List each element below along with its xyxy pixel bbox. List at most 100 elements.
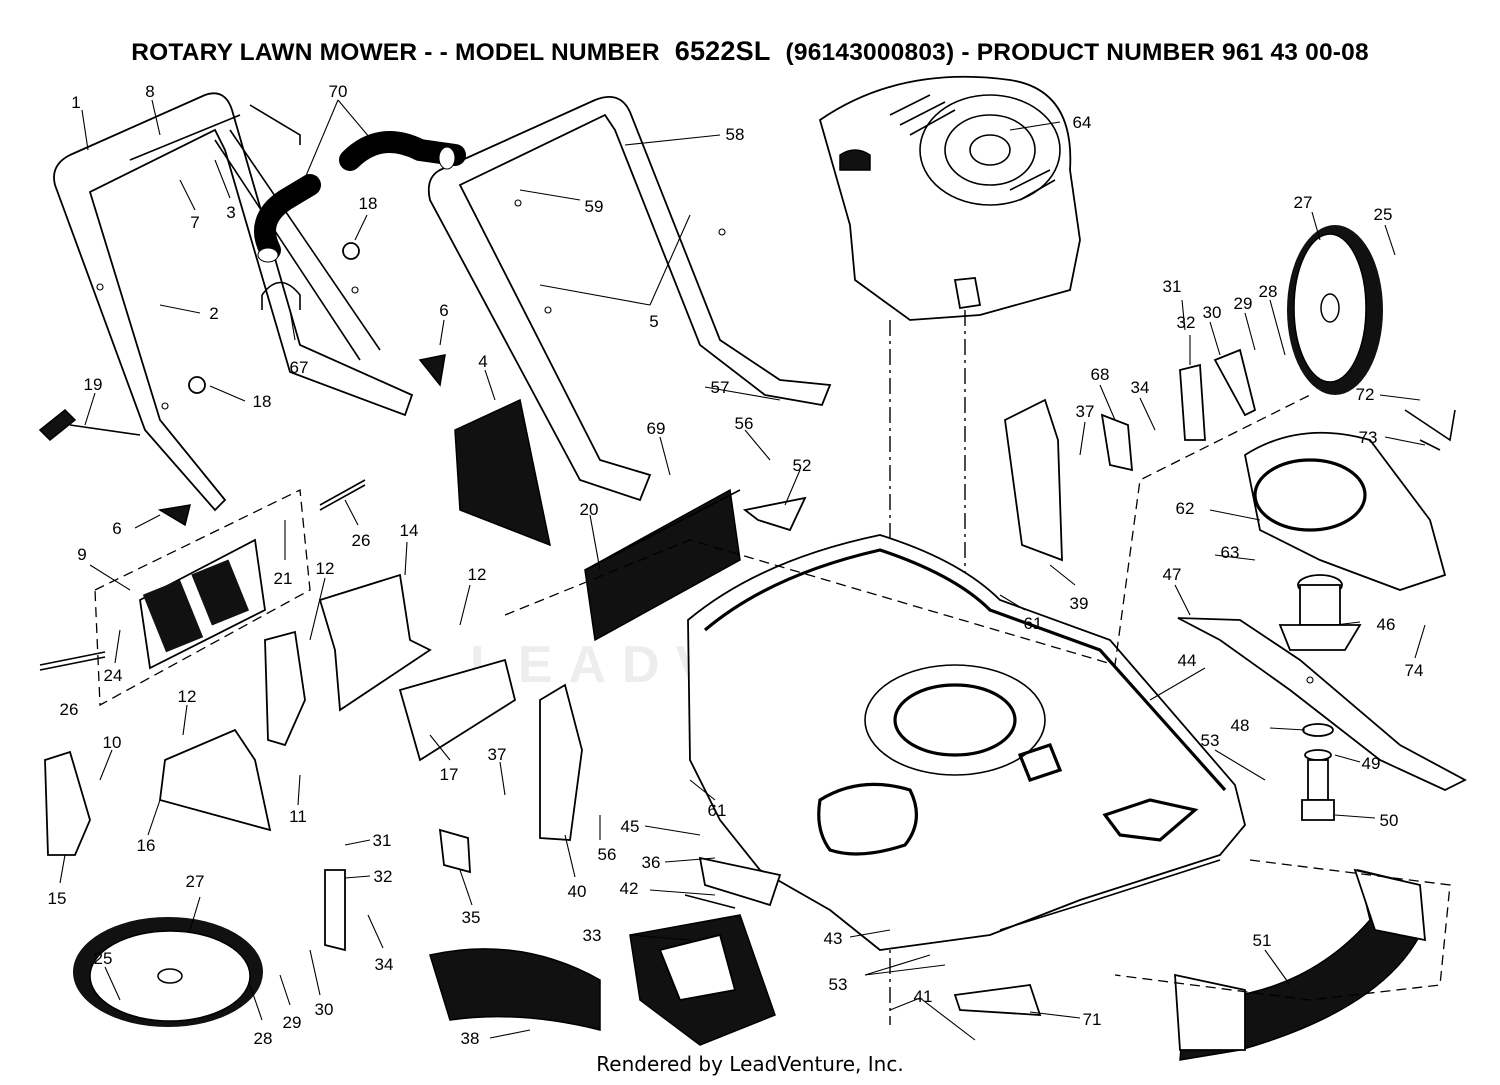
- part-number-label: 8: [145, 82, 154, 101]
- part-number-label: 69: [647, 419, 666, 438]
- part-number-label: 28: [1259, 282, 1278, 301]
- part-number-label: 46: [1377, 615, 1396, 634]
- part-number-label: 39: [1070, 594, 1089, 613]
- part-number-label: 52: [793, 456, 812, 475]
- mower-deck-drawing: [687, 534, 1246, 951]
- part-number-label: 17: [440, 765, 459, 784]
- part-number-label: 50: [1380, 811, 1399, 830]
- front-wheel-drawing: [73, 917, 263, 1027]
- part-number-label: 70: [329, 82, 348, 101]
- side-discharge-flap-drawing: [454, 398, 552, 547]
- part-number-label: 25: [1374, 205, 1393, 224]
- part-number-label: 34: [1131, 378, 1150, 397]
- part-number-label: 2: [209, 304, 218, 323]
- part-number-label: 51: [1253, 931, 1272, 950]
- part-number-label: 47: [1163, 565, 1182, 584]
- part-number-label: 61: [708, 801, 727, 820]
- part-number-label: 30: [1203, 303, 1222, 322]
- part-number-label: 36: [642, 853, 661, 872]
- part-number-label: 16: [137, 836, 156, 855]
- part-number-label: 63: [1221, 543, 1240, 562]
- part-number-label: 42: [620, 879, 639, 898]
- part-number-label: 9: [77, 545, 86, 564]
- footer-credit: Rendered by LeadVenture, Inc.: [596, 1052, 904, 1076]
- part-number-label: 68: [1091, 365, 1110, 384]
- part-number-label: 59: [585, 197, 604, 216]
- part-number-label: 40: [568, 882, 587, 901]
- part-number-label: 18: [253, 392, 272, 411]
- deck-assembly-guide: [504, 394, 1311, 666]
- part-number-label: 7: [190, 213, 199, 232]
- rear-flap-drawing: [139, 538, 266, 670]
- bracket-drawings: [44, 348, 1257, 952]
- part-number-label: 5: [649, 312, 658, 331]
- part-number-label: 11: [289, 807, 307, 826]
- part-number-label: 48: [1231, 716, 1250, 735]
- part-number-label: 41: [914, 987, 933, 1006]
- title-model-number: 6522SL: [674, 36, 771, 66]
- part-number-label: 6: [439, 301, 448, 320]
- part-number-label: 73: [1359, 428, 1378, 447]
- front-skirt-drawing: [429, 948, 601, 1031]
- part-number-label: 32: [374, 867, 393, 886]
- part-number-label: 29: [1234, 294, 1253, 313]
- part-number-label: 61: [1024, 614, 1043, 633]
- part-number-label: 53: [1201, 731, 1220, 750]
- part-number-label: 53: [829, 975, 848, 994]
- rear-flap-group-outline: [94, 489, 311, 707]
- title-suffix: (96143000803) - PRODUCT NUMBER 961 43 00…: [785, 39, 1369, 66]
- part-number-label: 18: [359, 194, 378, 213]
- part-number-label: 3: [226, 203, 235, 222]
- fuel-line-hose-drawing: [254, 131, 466, 263]
- part-number-label: 64: [1073, 113, 1092, 132]
- part-number-label: 49: [1362, 754, 1381, 773]
- part-number-label: 72: [1356, 385, 1375, 404]
- latch-clip-drawing: [742, 496, 807, 532]
- blade-drawing: [1177, 617, 1467, 791]
- blade-bolt-drawing: [1301, 723, 1335, 821]
- part-number-label: 35: [462, 908, 481, 927]
- part-number-label: 62: [1176, 499, 1195, 518]
- part-number-label: 12: [316, 559, 335, 578]
- upper-handle-drawing: [427, 96, 832, 502]
- mulching-cover-drawing: [629, 914, 776, 1046]
- part-number-label: 4: [478, 352, 487, 371]
- part-number-label: 6: [112, 519, 121, 538]
- blade-adapter-drawing: [1278, 574, 1362, 651]
- part-number-label: 31: [373, 831, 392, 850]
- part-number-label: 31: [1163, 277, 1182, 296]
- part-number-label: 21: [274, 569, 293, 588]
- part-number-label: 29: [283, 1013, 302, 1032]
- height-adjust-plate-drawing: [953, 984, 1042, 1016]
- part-number-label: 14: [400, 521, 419, 540]
- part-number-label: 57: [711, 378, 730, 397]
- diagram-title: ROTARY LAWN MOWER - - MODEL NUMBER 6522S…: [0, 36, 1500, 67]
- rear-skirt-drawing: [1174, 868, 1427, 1061]
- lower-handle-drawing: [53, 92, 414, 512]
- part-number-label: 26: [60, 700, 79, 719]
- rear-wheel-drawing: [1287, 225, 1383, 395]
- part-number-label: 32: [1177, 313, 1196, 332]
- part-number-label: 34: [375, 955, 394, 974]
- title-prefix: ROTARY LAWN MOWER - - MODEL NUMBER: [131, 39, 660, 66]
- part-number-label: 24: [104, 666, 123, 685]
- leader-lines: [59, 99, 1426, 1041]
- part-number-label: 37: [488, 745, 507, 764]
- part-number-label: 44: [1178, 651, 1197, 670]
- axle-bracket-drawing: [684, 856, 782, 909]
- engine-drawing: [818, 75, 1081, 321]
- part-number-label: 30: [315, 1000, 334, 1019]
- part-number-label: 27: [186, 872, 205, 891]
- part-number-label: 27: [1294, 193, 1313, 212]
- part-number-label: 38: [461, 1029, 480, 1048]
- part-number-label: 26: [352, 531, 371, 550]
- part-number-label: 12: [178, 687, 197, 706]
- part-number-label: 56: [598, 845, 617, 864]
- rod-clip-drawing: [1404, 409, 1456, 451]
- part-number-label: 12: [468, 565, 487, 584]
- part-number-label: 28: [254, 1029, 273, 1048]
- part-number-label: 74: [1405, 661, 1424, 680]
- part-number-label: 15: [48, 889, 67, 908]
